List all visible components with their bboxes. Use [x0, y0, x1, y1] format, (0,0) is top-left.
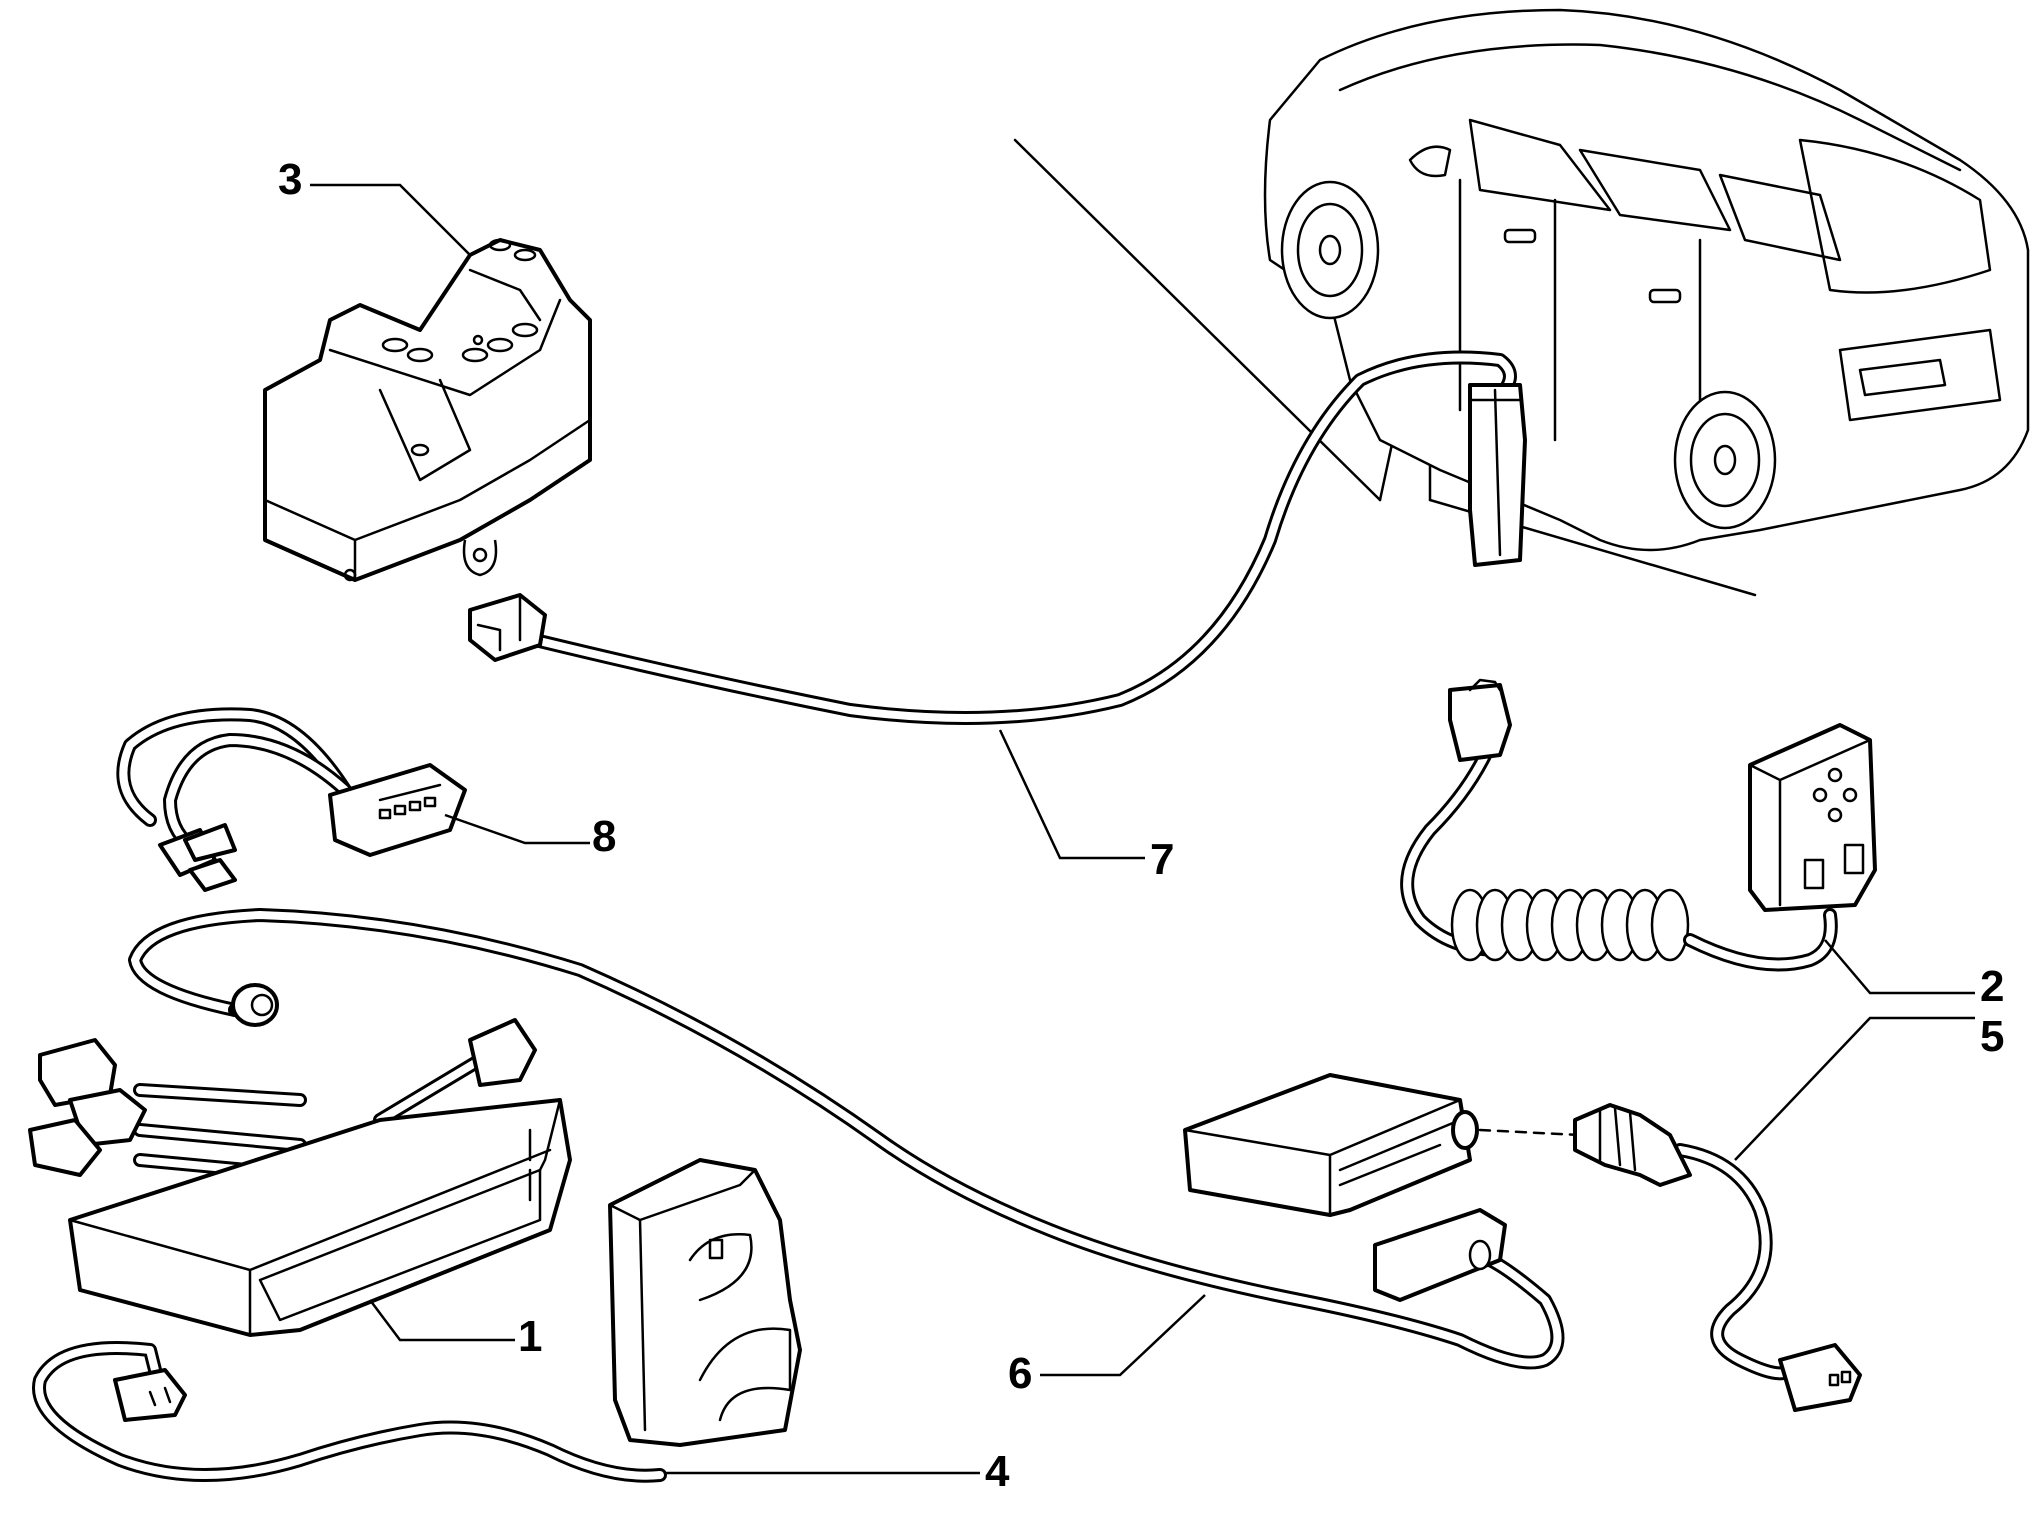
leader-2: [1824, 939, 1975, 995]
callout-label-1: 1: [518, 1312, 543, 1361]
part-1-control-unit: [28, 1018, 572, 1337]
part-7-cable: [468, 350, 1527, 725]
leader-8: [444, 813, 590, 845]
part-4-holder: [32, 1158, 802, 1483]
part-2-remote: [1400, 678, 1877, 972]
part-5-sensor-cable: [1573, 1103, 1862, 1412]
leader-1: [369, 1299, 515, 1342]
callout-label-8: 8: [592, 812, 617, 861]
leader-7: [998, 729, 1145, 860]
callout-label-7: 7: [1150, 835, 1175, 884]
vehicle-illustration: [1013, 8, 2030, 597]
coiled-cord: [1450, 888, 1690, 962]
callout-label-6: 6: [1008, 1349, 1033, 1398]
leader-3: [310, 183, 471, 256]
leader-5: [1734, 1016, 1975, 1161]
leader-lines: [310, 183, 1975, 1475]
callout-label-3: 3: [278, 155, 303, 204]
callout-label-5: 5: [1980, 1012, 2005, 1061]
ecu-module: [1183, 1073, 1582, 1302]
part-3-bracket: [263, 238, 592, 582]
part-8-harness: [116, 707, 467, 892]
callout-label-2: 2: [1980, 962, 2005, 1011]
leader-6: [1040, 1294, 1206, 1377]
part-6-cable: [128, 908, 1565, 1370]
callout-label-4: 4: [985, 1447, 1010, 1496]
